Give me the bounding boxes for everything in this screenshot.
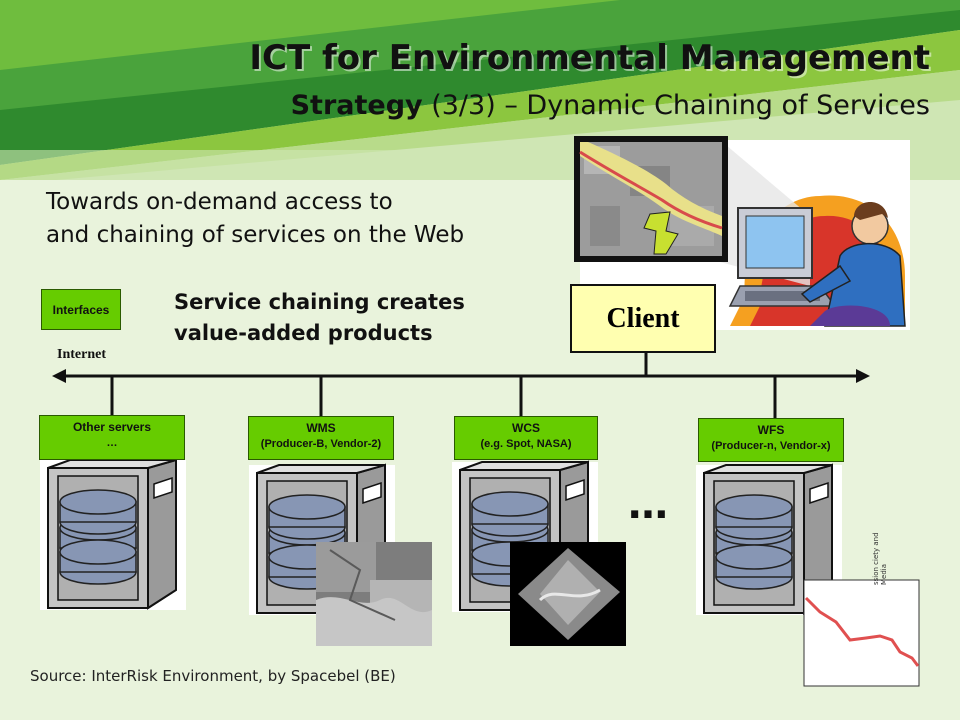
wcs-output-image <box>510 542 626 646</box>
intro-line-1: Towards on-demand access to <box>46 189 393 215</box>
intro-text: Towards on-demand access to and chaining… <box>46 186 464 252</box>
slide-subtitle: Strategy (3/3) – Dynamic Chaining of Ser… <box>0 90 930 121</box>
server-label-other-name: Other servers <box>72 420 152 434</box>
chaining-line-2: value-added products <box>174 321 433 345</box>
server-tower-other <box>39 459 187 611</box>
server-label-wfs: WFS (Producer-n, Vendor-x) <box>698 418 844 462</box>
more-servers-ellipsis: … <box>628 482 674 528</box>
server-label-wcs-detail: (e.g. Spot, NASA) <box>480 438 572 450</box>
server-label-wms-name: WMS <box>306 421 336 435</box>
server-label-wcs-name: WCS <box>512 421 540 435</box>
server-label-wfs-name: WFS <box>757 423 785 437</box>
chaining-text: Service chaining creates value-added pro… <box>174 287 465 349</box>
user-at-computer-illustration <box>574 136 910 330</box>
intro-line-2: and chaining of services on the Web <box>46 222 465 248</box>
wms-output-image <box>316 542 432 646</box>
interfaces-label: Interfaces <box>41 289 121 330</box>
source-credit: Source: InterRisk Environment, by Spaceb… <box>30 667 396 685</box>
subtitle-rest: (3/3) – Dynamic Chaining of Services <box>422 90 930 121</box>
chaining-line-1: Service chaining creates <box>174 290 465 314</box>
server-label-other-detail: … <box>106 437 118 449</box>
wfs-output-image <box>803 579 920 687</box>
server-label-wcs: WCS (e.g. Spot, NASA) <box>454 416 598 460</box>
server-label-wfs-detail: (Producer-n, Vendor-x) <box>711 440 831 452</box>
internet-label: Internet <box>57 347 106 362</box>
subtitle-strategy: Strategy <box>290 90 423 121</box>
slide-title: ICT for Environmental Management <box>249 38 930 78</box>
server-label-other: Other servers … <box>39 415 185 460</box>
side-logo-text: ssion ciety and Media <box>872 532 888 585</box>
client-box: Client <box>570 284 716 353</box>
server-label-wms: WMS (Producer-B, Vendor-2) <box>248 416 394 460</box>
server-label-wms-detail: (Producer-B, Vendor-2) <box>260 438 382 450</box>
